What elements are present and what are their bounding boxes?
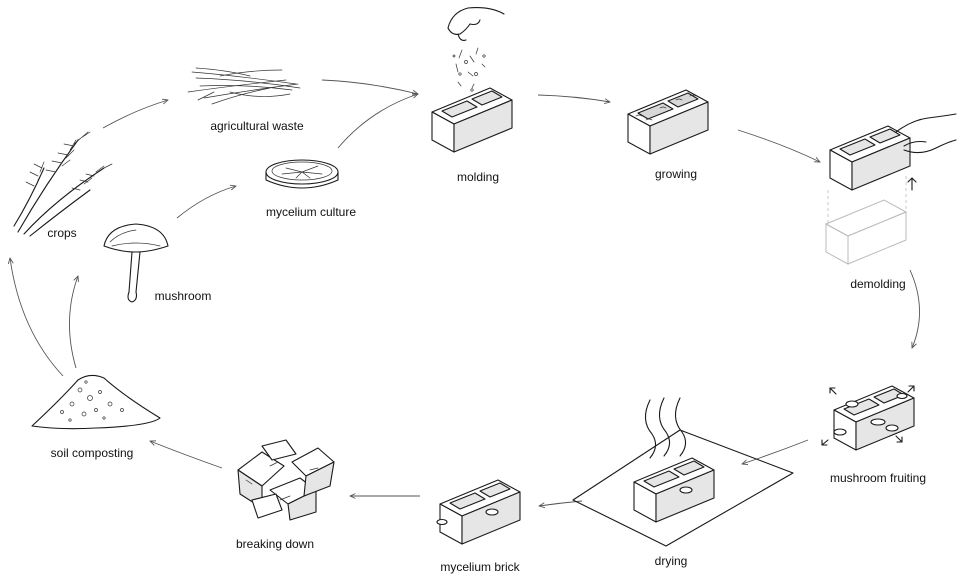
arrow-drying-to-mycelium-brick xyxy=(539,500,583,506)
arrow-breaking-down-to-soil-composting xyxy=(150,441,223,469)
arrow-demolding-to-mushroom-fruiting xyxy=(909,269,920,348)
mushroom-fruiting-illustration xyxy=(821,385,915,451)
arrow-growing-to-demolding xyxy=(737,129,820,162)
flow-arrows xyxy=(10,79,920,506)
mycelium-culture-illustration xyxy=(265,159,339,189)
label-crops: crops xyxy=(47,226,77,240)
arrow-mushroom-fruiting-to-drying xyxy=(742,439,809,464)
arrow-agricultural-waste-to-molding xyxy=(321,79,418,94)
label-molding: molding xyxy=(456,170,500,184)
growing-illustration xyxy=(627,89,709,155)
soil-composting-illustration xyxy=(31,374,161,430)
label-mycelium-culture: mycelium culture xyxy=(265,205,357,219)
label-breaking-down: breaking down xyxy=(235,537,315,551)
label-mycelium-brick: mycelium brick xyxy=(440,560,520,574)
mycelium-brick-illustration xyxy=(436,479,521,545)
drying-illustration xyxy=(572,397,794,547)
crops-illustration xyxy=(13,131,113,237)
arrow-soil-composting-to-mushroom xyxy=(69,276,78,369)
molding-illustration xyxy=(431,7,513,153)
arrow-mycelium-culture-to-molding xyxy=(337,94,418,149)
label-demolding: demolding xyxy=(850,277,906,291)
arrow-crops-to-agricultural-waste xyxy=(102,100,168,129)
label-agricultural-waste: agricultural waste xyxy=(210,119,304,133)
arrow-mushroom-to-mycelium-culture xyxy=(176,186,236,219)
demolding-illustration xyxy=(824,113,957,265)
label-growing: growing xyxy=(654,167,698,181)
label-soil-composting: soil composting xyxy=(50,446,134,460)
label-mushroom: mushroom xyxy=(154,289,212,303)
label-drying: drying xyxy=(654,554,688,568)
breaking-down-illustration xyxy=(237,439,335,521)
label-mushroom-fruiting: mushroom fruiting xyxy=(829,471,927,485)
agricultural-waste-illustration xyxy=(187,67,301,105)
arrow-molding-to-growing xyxy=(537,94,610,102)
arrow-soil-composting-to-crops xyxy=(10,258,64,377)
mushroom-illustration xyxy=(103,223,169,303)
